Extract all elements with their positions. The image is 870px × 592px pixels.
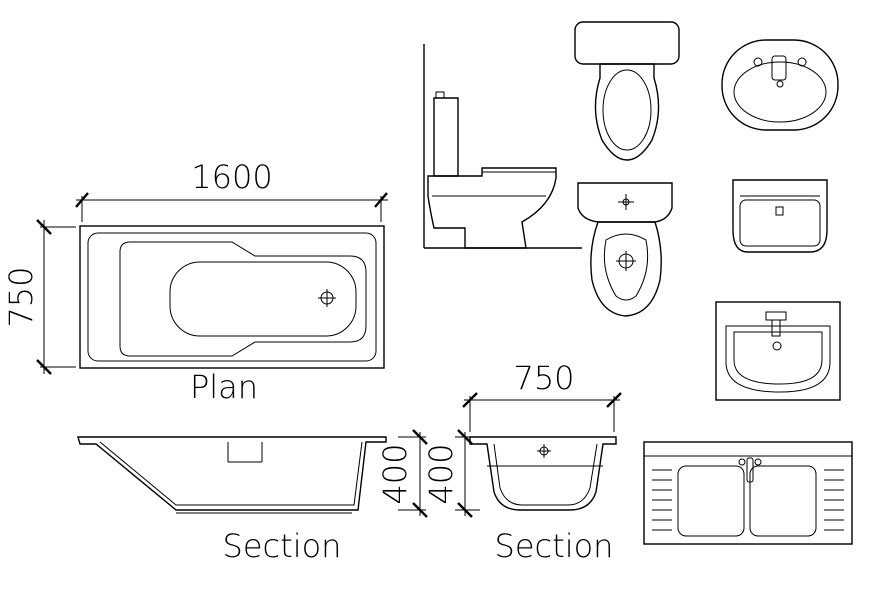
dimension-length: 1600	[75, 158, 388, 222]
rect-basin-drain-icon	[772, 341, 782, 351]
dimension-section-width: 750	[462, 359, 622, 432]
sink-outer	[643, 441, 853, 545]
toilet-top-view	[574, 21, 680, 161]
rectangular-basin	[715, 301, 841, 401]
toilet-bowl-side	[427, 167, 557, 249]
sink-faucet-icon	[738, 457, 762, 483]
wall-toilet-bowl	[590, 221, 662, 317]
sink-bowl-left	[677, 465, 745, 537]
small-basin-bowl	[739, 199, 821, 247]
plan-caption: Plan	[190, 368, 258, 406]
rect-basin-faucet-icon	[765, 311, 787, 321]
oval-basin-bowl	[733, 61, 827, 123]
section-cross-outline	[469, 436, 617, 511]
bathtub-outer-rim	[79, 225, 385, 369]
wall-toilet-top-view	[577, 182, 673, 317]
small-square-basin	[732, 179, 828, 253]
dimension-section-width-label: 750	[513, 359, 574, 397]
bathtub-section-long: Section	[77, 436, 387, 565]
double-kitchen-sink	[643, 441, 853, 545]
bathtub-inner-rim	[87, 232, 377, 362]
drainboard-left	[652, 469, 672, 531]
toilet-tank-top	[574, 21, 680, 65]
toilet-tank	[433, 97, 459, 177]
oval-basin	[721, 39, 839, 131]
bathtub-basin-outline	[119, 241, 367, 357]
dimension-height-left-label: 400	[376, 443, 414, 504]
basin-faucet-icon	[771, 55, 787, 81]
section-long-outline	[77, 436, 387, 511]
dimension-height-left: 400	[376, 429, 428, 518]
section-caption-right: Section	[495, 527, 614, 565]
bathtub-plan: 1600 750 Plan	[2, 158, 388, 406]
sink-bowl-right	[749, 465, 817, 537]
rect-basin-outer	[715, 301, 841, 401]
dimension-height-right: 400	[422, 429, 480, 518]
toilet-seat-top	[594, 63, 660, 161]
bathtub-basin-floor	[169, 261, 357, 337]
oval-basin-outer	[721, 39, 839, 131]
dimension-length-label: 1600	[191, 158, 272, 196]
dimension-height-right-label: 400	[422, 443, 460, 504]
drainboard-right	[824, 469, 844, 531]
rect-basin-bowl	[725, 325, 831, 393]
toilet-elevation	[423, 44, 582, 249]
dimension-width: 750	[2, 219, 76, 375]
small-basin-outer	[732, 179, 828, 253]
bathtub-section-cross: 750 Section	[462, 359, 622, 565]
section-caption-left: Section	[223, 527, 342, 565]
section-long-inner	[99, 441, 363, 506]
dimension-width-label: 750	[2, 266, 40, 327]
